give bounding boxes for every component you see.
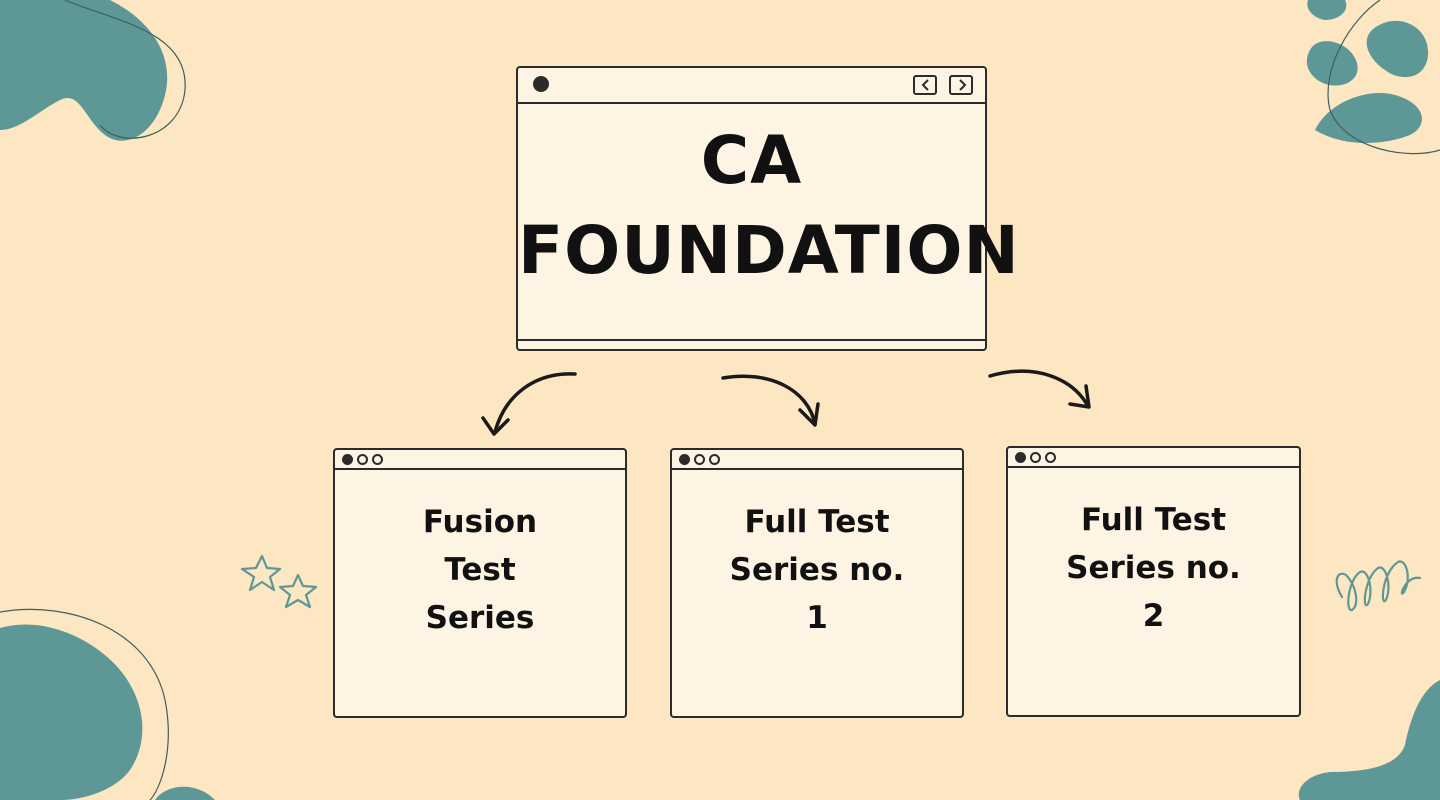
window-title-bar: [518, 68, 985, 104]
window-bottom-rule: [518, 339, 985, 341]
blob-top-right-1: [1307, 0, 1347, 20]
child-label-line: Series no.: [729, 552, 905, 588]
child-label-line: Full Test: [744, 504, 890, 540]
window-dot-icon: [679, 454, 690, 465]
child-label-line: Series: [425, 600, 535, 636]
window-title-bar: [335, 450, 625, 470]
window-dot-icon: [1015, 452, 1026, 463]
star-doodle: [240, 554, 282, 592]
window-dot-icon: [342, 454, 353, 465]
blob-top-right-2: [1366, 20, 1429, 78]
blob-bottom-right: [1298, 680, 1440, 800]
window-dot-icon: [357, 454, 368, 465]
child-node-full-test-series-1: Full Test Series no. 1: [670, 448, 964, 718]
blob-bottom-left-small: [155, 786, 215, 800]
blob-outline-bottom-left: [0, 608, 169, 800]
child-label-line: Test: [444, 552, 516, 588]
root-node-title: CA FOUNDATION: [518, 116, 1020, 296]
window-dot-icon: [1045, 452, 1056, 463]
window-title-bar: [672, 450, 962, 470]
child-node-fusion-test-series: Fusion Test Series: [333, 448, 627, 718]
child-label-line: 2: [1142, 598, 1165, 634]
blob-outline-top-right: [1327, 0, 1440, 155]
window-dot-icon: [1030, 452, 1041, 463]
root-node-window: CA FOUNDATION: [516, 66, 1020, 351]
child-label-line: Full Test: [1080, 502, 1227, 538]
window-dot-icon: [372, 454, 383, 465]
child-node-full-test-series-2: Full Test Series no. 2: [1006, 446, 1301, 717]
blob-top-right-3: [1306, 41, 1358, 86]
child-label-line: Fusion: [422, 504, 538, 540]
child-label-line: 1: [806, 600, 828, 636]
star-doodle: [278, 573, 318, 609]
child-node-label: Full Test Series no. 1: [672, 498, 962, 642]
blob-top-left: [0, 0, 168, 141]
window-title-bar: [1008, 448, 1299, 468]
arrow-to-child-2: [721, 374, 820, 427]
arrow-to-child-1: [481, 372, 577, 436]
forward-arrow-icon[interactable]: [949, 75, 973, 95]
child-node-label: Fusion Test Series: [335, 498, 625, 642]
blob-outline-top-left: [64, 0, 186, 139]
window-dot-icon: [694, 454, 705, 465]
root-title-line: CA: [700, 122, 803, 199]
window-dot-icon: [533, 76, 549, 92]
squiggle-doodle: [1335, 560, 1422, 612]
child-node-label: Full Test Series no. 2: [1008, 496, 1299, 640]
blob-bottom-left: [0, 624, 143, 800]
arrow-to-child-3: [988, 369, 1091, 409]
window-dot-icon: [709, 454, 720, 465]
root-title-line: FOUNDATION: [518, 212, 1020, 289]
blob-top-right-4: [1315, 93, 1422, 144]
back-arrow-icon[interactable]: [913, 75, 937, 95]
child-label-line: Series no.: [1066, 550, 1241, 586]
